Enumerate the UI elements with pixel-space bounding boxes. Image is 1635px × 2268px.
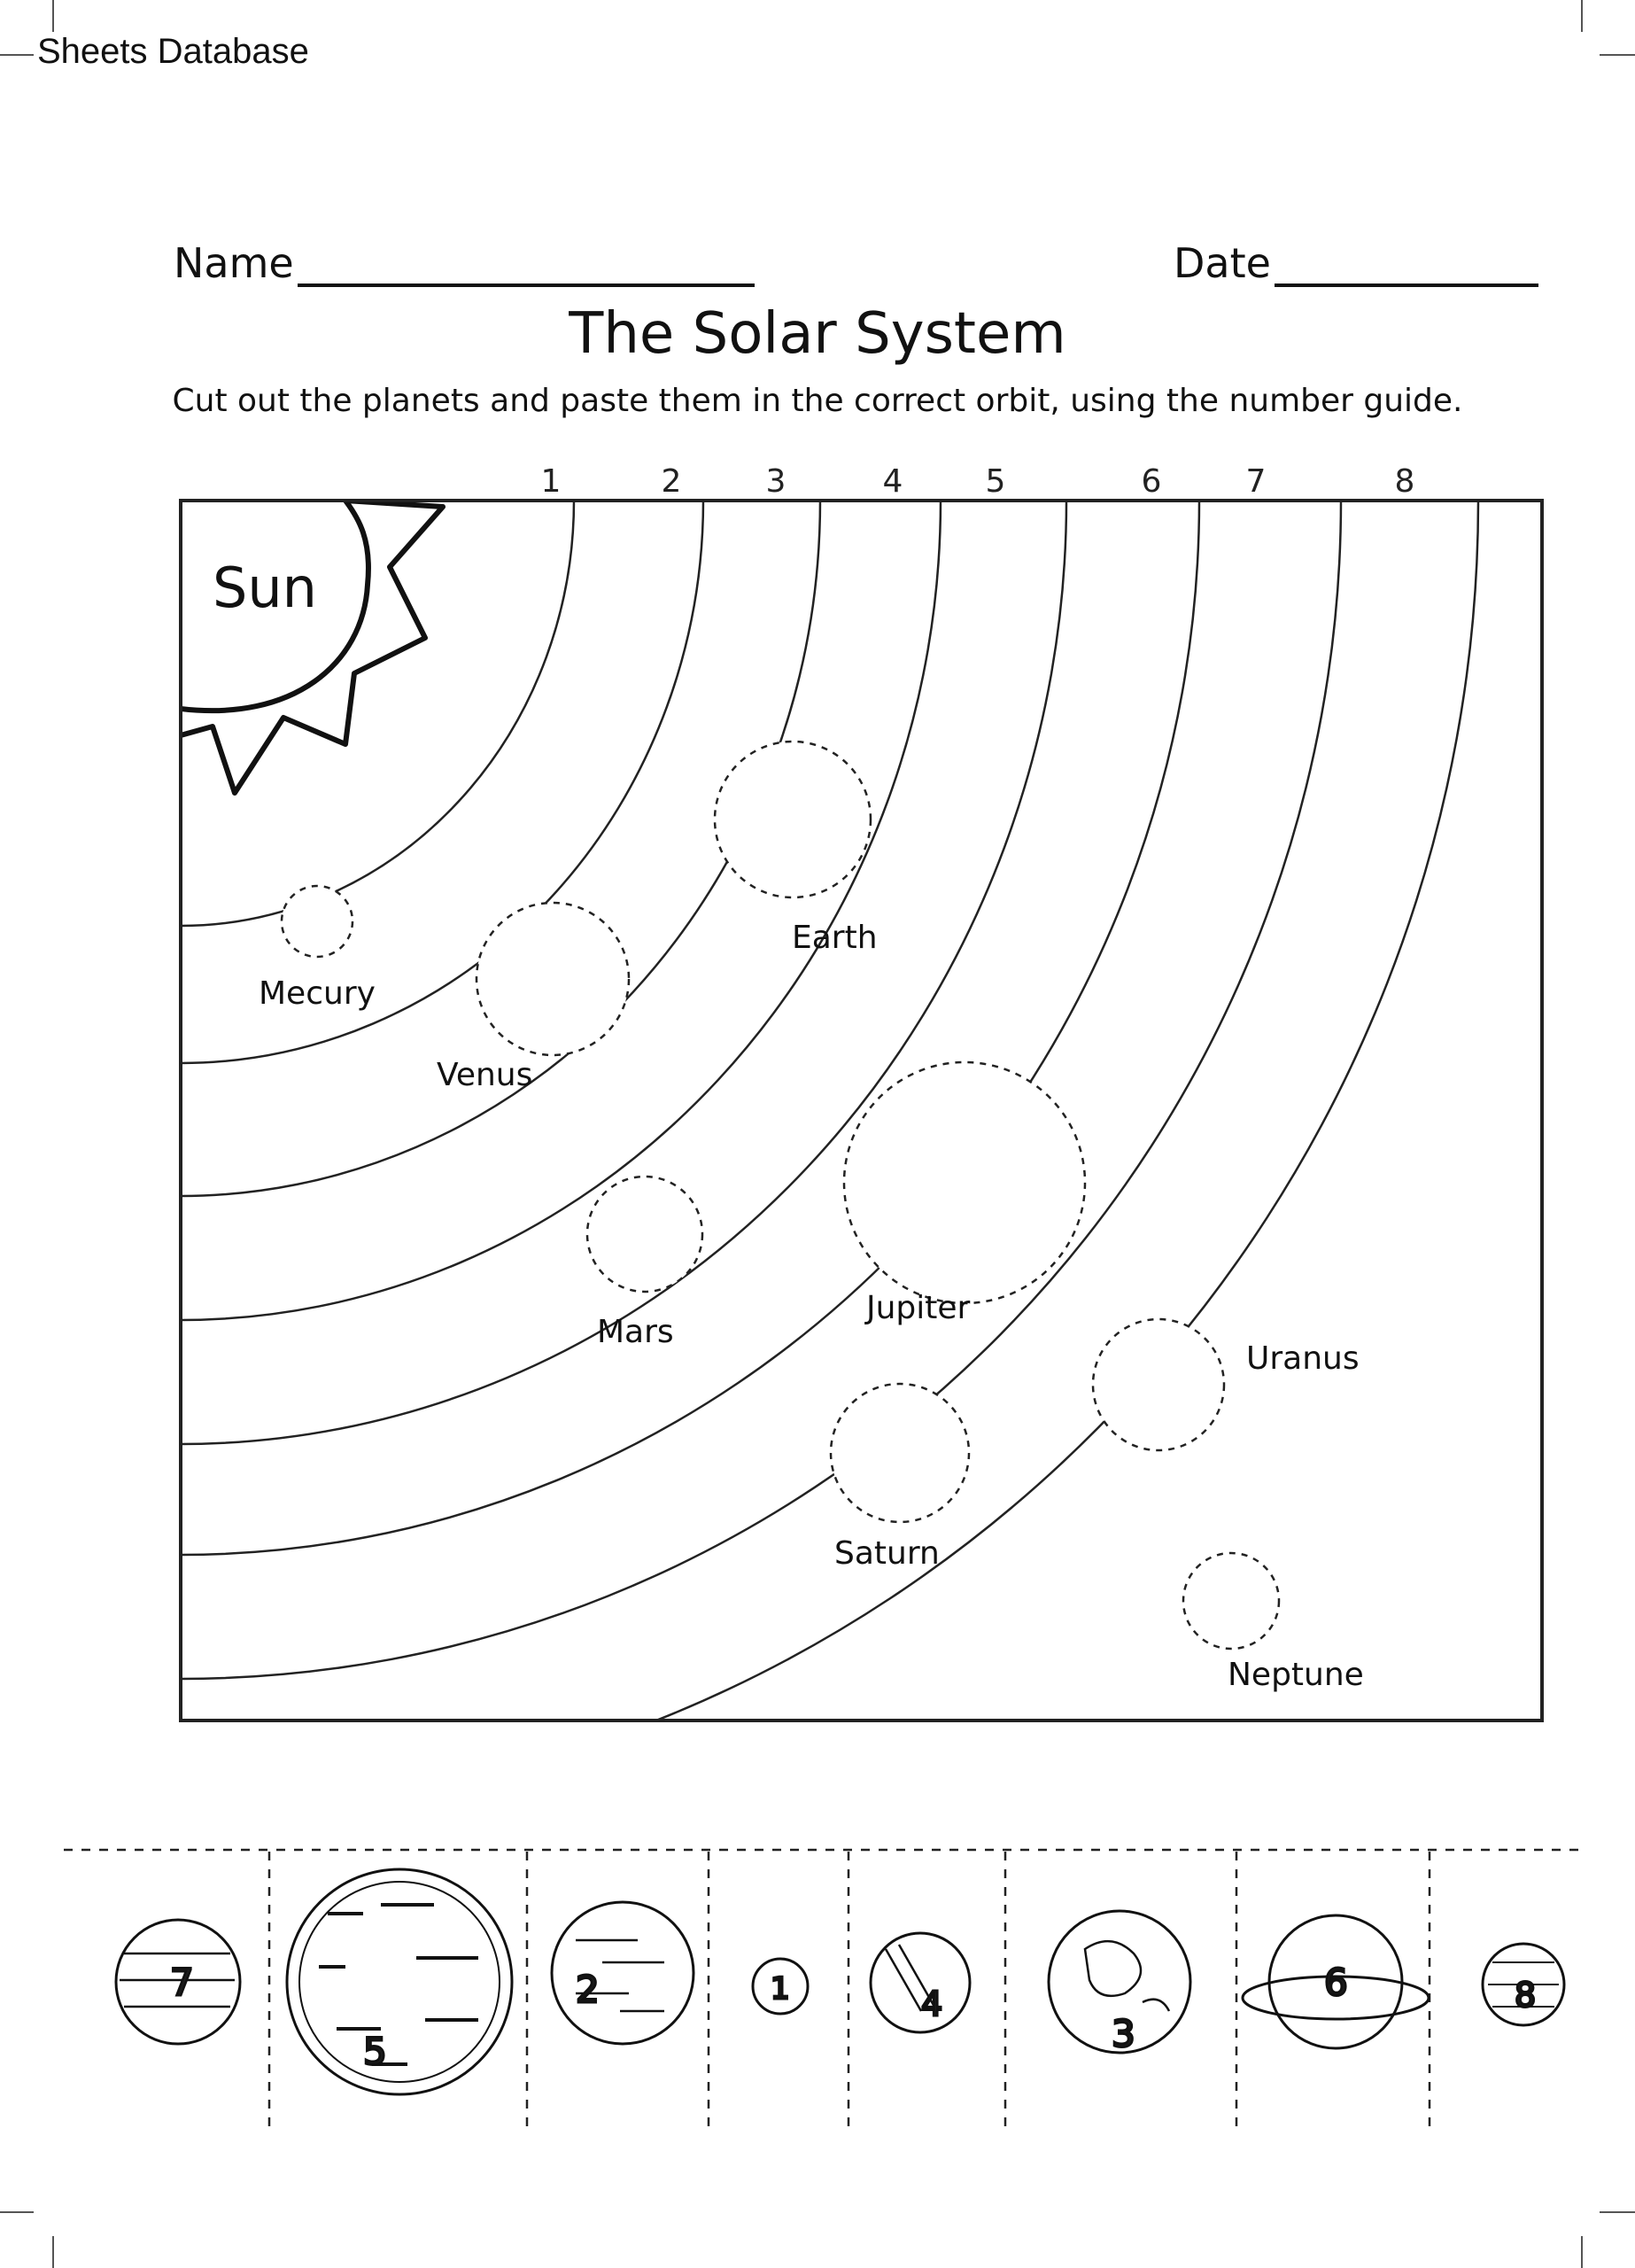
- earth-cutout-icon: 3: [1047, 1909, 1192, 2057]
- diagram-border: [179, 499, 1544, 1722]
- neptune-cutout-icon: 8: [1481, 1942, 1566, 2027]
- date-line: [1274, 250, 1538, 287]
- uranus-label: Uranus: [1246, 1340, 1360, 1377]
- orbit-number-8: 8: [1395, 463, 1415, 500]
- name-field: Name: [174, 239, 755, 287]
- cutout-number-5: 5: [363, 2030, 387, 2073]
- mercury-placeholder: [280, 884, 354, 959]
- cutout-number-7: 7: [170, 1961, 194, 2004]
- cutout-number-4: 4: [921, 1984, 942, 2023]
- orbit-number-7: 7: [1246, 463, 1267, 500]
- mars-cutout-icon: 4: [869, 1931, 972, 2034]
- cutout-planets: 7 5 2 1 4 3 6: [114, 1868, 1566, 2096]
- saturn-cutout-icon: 6: [1241, 1914, 1430, 2050]
- cutout-cut-lines: [64, 1848, 1585, 2131]
- venus-placeholder: [475, 901, 631, 1057]
- saturn-placeholder: [829, 1382, 971, 1524]
- watermark-text: Sheets Database: [37, 32, 309, 71]
- jupiter-cutout-icon: 5: [285, 1868, 514, 2096]
- mars-placeholder: [585, 1175, 704, 1293]
- orbit-lines: [181, 501, 1479, 1720]
- earth-label: Earth: [792, 920, 878, 956]
- date-label: Date: [1174, 239, 1271, 287]
- orbit-number-5: 5: [986, 463, 1006, 500]
- orbit-number-1: 1: [541, 463, 562, 500]
- jupiter-label: Jupiter: [864, 1290, 971, 1326]
- orbit-number-row: 1 2 3 4 5 6 7 8: [541, 463, 1415, 500]
- orbit-2: [181, 501, 705, 1065]
- uranus-cutout-icon: 7: [114, 1918, 242, 2046]
- page-title: The Solar System: [569, 301, 1066, 367]
- sun-label: Sun: [213, 555, 317, 620]
- orbit-number-2: 2: [662, 463, 682, 500]
- name-line: [297, 250, 755, 287]
- orbit-number-3: 3: [766, 463, 787, 500]
- sun-icon: [181, 501, 446, 796]
- instructions: Cut out the planets and paste them in th…: [172, 383, 1463, 419]
- cutout-number-6: 6: [1324, 1961, 1348, 2004]
- orbit-number-4: 4: [883, 463, 903, 500]
- orbit-8: [653, 501, 1479, 1720]
- venus-label: Venus: [437, 1057, 532, 1093]
- uranus-placeholder: [1091, 1317, 1226, 1452]
- date-field: Date: [1174, 239, 1538, 287]
- jupiter-placeholder: [842, 1060, 1087, 1305]
- mercury-cutout-icon: 1: [751, 1957, 810, 2016]
- mercury-label: Mecury: [259, 975, 376, 1012]
- name-label: Name: [174, 239, 294, 287]
- orbit-4: [181, 501, 941, 1321]
- cutout-number-8: 8: [1515, 1976, 1536, 2015]
- venus-cutout-icon: 2: [550, 1900, 695, 2046]
- cutout-number-3: 3: [1112, 2012, 1135, 2055]
- orbit-number-6: 6: [1142, 463, 1162, 500]
- cutout-number-2: 2: [576, 1968, 600, 2011]
- earth-placeholder: [713, 740, 872, 899]
- orbit-3: [181, 501, 822, 1198]
- neptune-placeholder: [1182, 1551, 1281, 1651]
- mars-label: Mars: [597, 1314, 674, 1350]
- saturn-label: Saturn: [834, 1535, 940, 1572]
- neptune-label: Neptune: [1228, 1657, 1364, 1693]
- cutout-number-1: 1: [771, 1971, 790, 2007]
- planet-placeholders: [280, 740, 1281, 1651]
